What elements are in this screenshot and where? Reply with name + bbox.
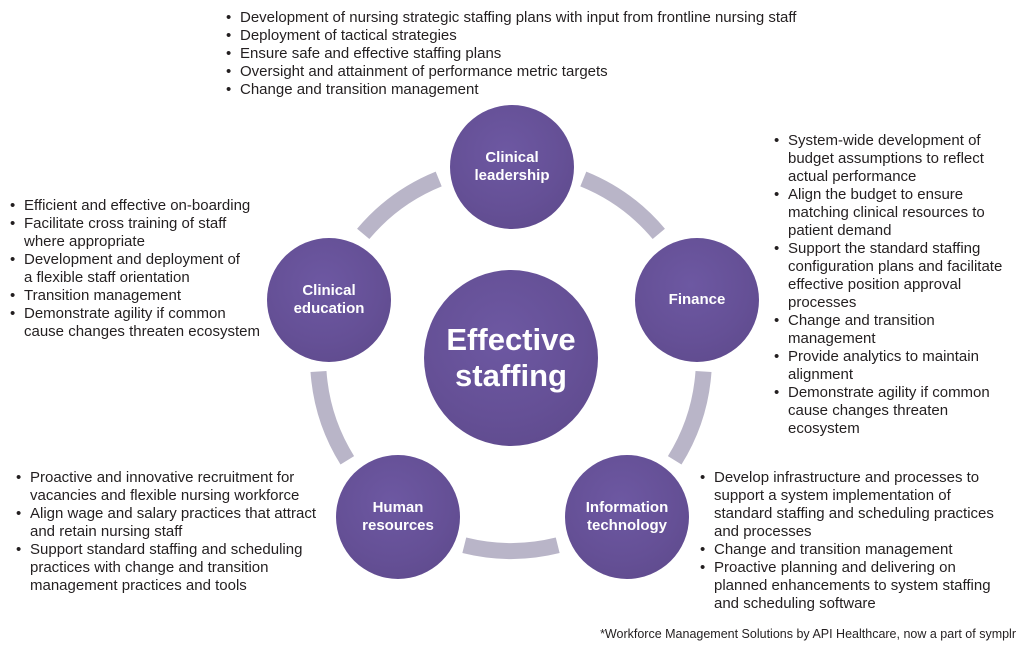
bullet-item: Development and deployment of a flexible… (8, 251, 298, 287)
bullets-finance: System-wide development of budget assump… (772, 132, 1024, 438)
node-label-information-technology: Information technology (585, 499, 669, 534)
bullet-item: Transition management (8, 287, 298, 305)
bullet-item: Demonstrate agility if common cause chan… (8, 305, 298, 341)
bullet-item: Support standard staffing and scheduling… (14, 541, 374, 595)
node-clinical-leadership: Clinical leadership (450, 105, 574, 229)
bullet-item: Development of nursing strategic staffin… (224, 9, 944, 27)
bullet-item: Ensure safe and effective staffing plans (224, 45, 944, 63)
node-label-human-resources: Human resources (362, 499, 434, 534)
ring-arc-left (310, 370, 355, 465)
hub-circle-effective-staffing: Effective staffing (424, 270, 598, 446)
hub-label: Effective staffing (446, 322, 576, 393)
node-finance: Finance (635, 238, 759, 362)
bullet-item: Change and transition management (224, 81, 944, 99)
node-label-clinical-leadership: Clinical leadership (474, 149, 550, 184)
bullets-clinical-education: Efficient and effective on-boardingFacil… (8, 197, 298, 341)
node-information-technology: Information technology (565, 455, 689, 579)
bullet-item: Demonstrate agility if common cause chan… (772, 384, 1024, 438)
bullet-item: Deployment of tactical strategies (224, 27, 944, 45)
bullet-item: Facilitate cross training of staff where… (8, 215, 298, 251)
bullet-item: Provide analytics to maintain alignment (772, 348, 1024, 384)
bullet-item: Align the budget to ensure matching clin… (772, 186, 1024, 240)
ring-arc-top-right (580, 171, 665, 240)
bullet-item: Proactive and innovative recruitment for… (14, 469, 374, 505)
bullet-item: Support the standard staffing configurat… (772, 240, 1024, 312)
bullets-clinical-leadership: Development of nursing strategic staffin… (224, 9, 944, 99)
ring-arc-right (667, 370, 712, 465)
ring-arc-bottom (462, 537, 560, 559)
bullet-item: Efficient and effective on-boarding (8, 197, 298, 215)
bullet-item: Change and transition management (698, 541, 1024, 559)
bullet-item: Oversight and attainment of performance … (224, 63, 944, 81)
node-label-finance: Finance (668, 291, 726, 308)
ring-arc-top-left (357, 171, 442, 240)
bullet-item: System-wide development of budget assump… (772, 132, 1024, 186)
footnote: *Workforce Management Solutions by API H… (600, 627, 1016, 641)
bullet-item: Align wage and salary practices that att… (14, 505, 374, 541)
bullet-item: Develop infrastructure and processes to … (698, 469, 1024, 541)
bullet-item: Proactive planning and delivering on pla… (698, 559, 1024, 613)
node-label-clinical-education: Clinical education (293, 282, 365, 317)
bullets-information-technology: Develop infrastructure and processes to … (698, 469, 1024, 613)
bullet-item: Change and transition management (772, 312, 1024, 348)
bullets-human-resources: Proactive and innovative recruitment for… (14, 469, 374, 595)
